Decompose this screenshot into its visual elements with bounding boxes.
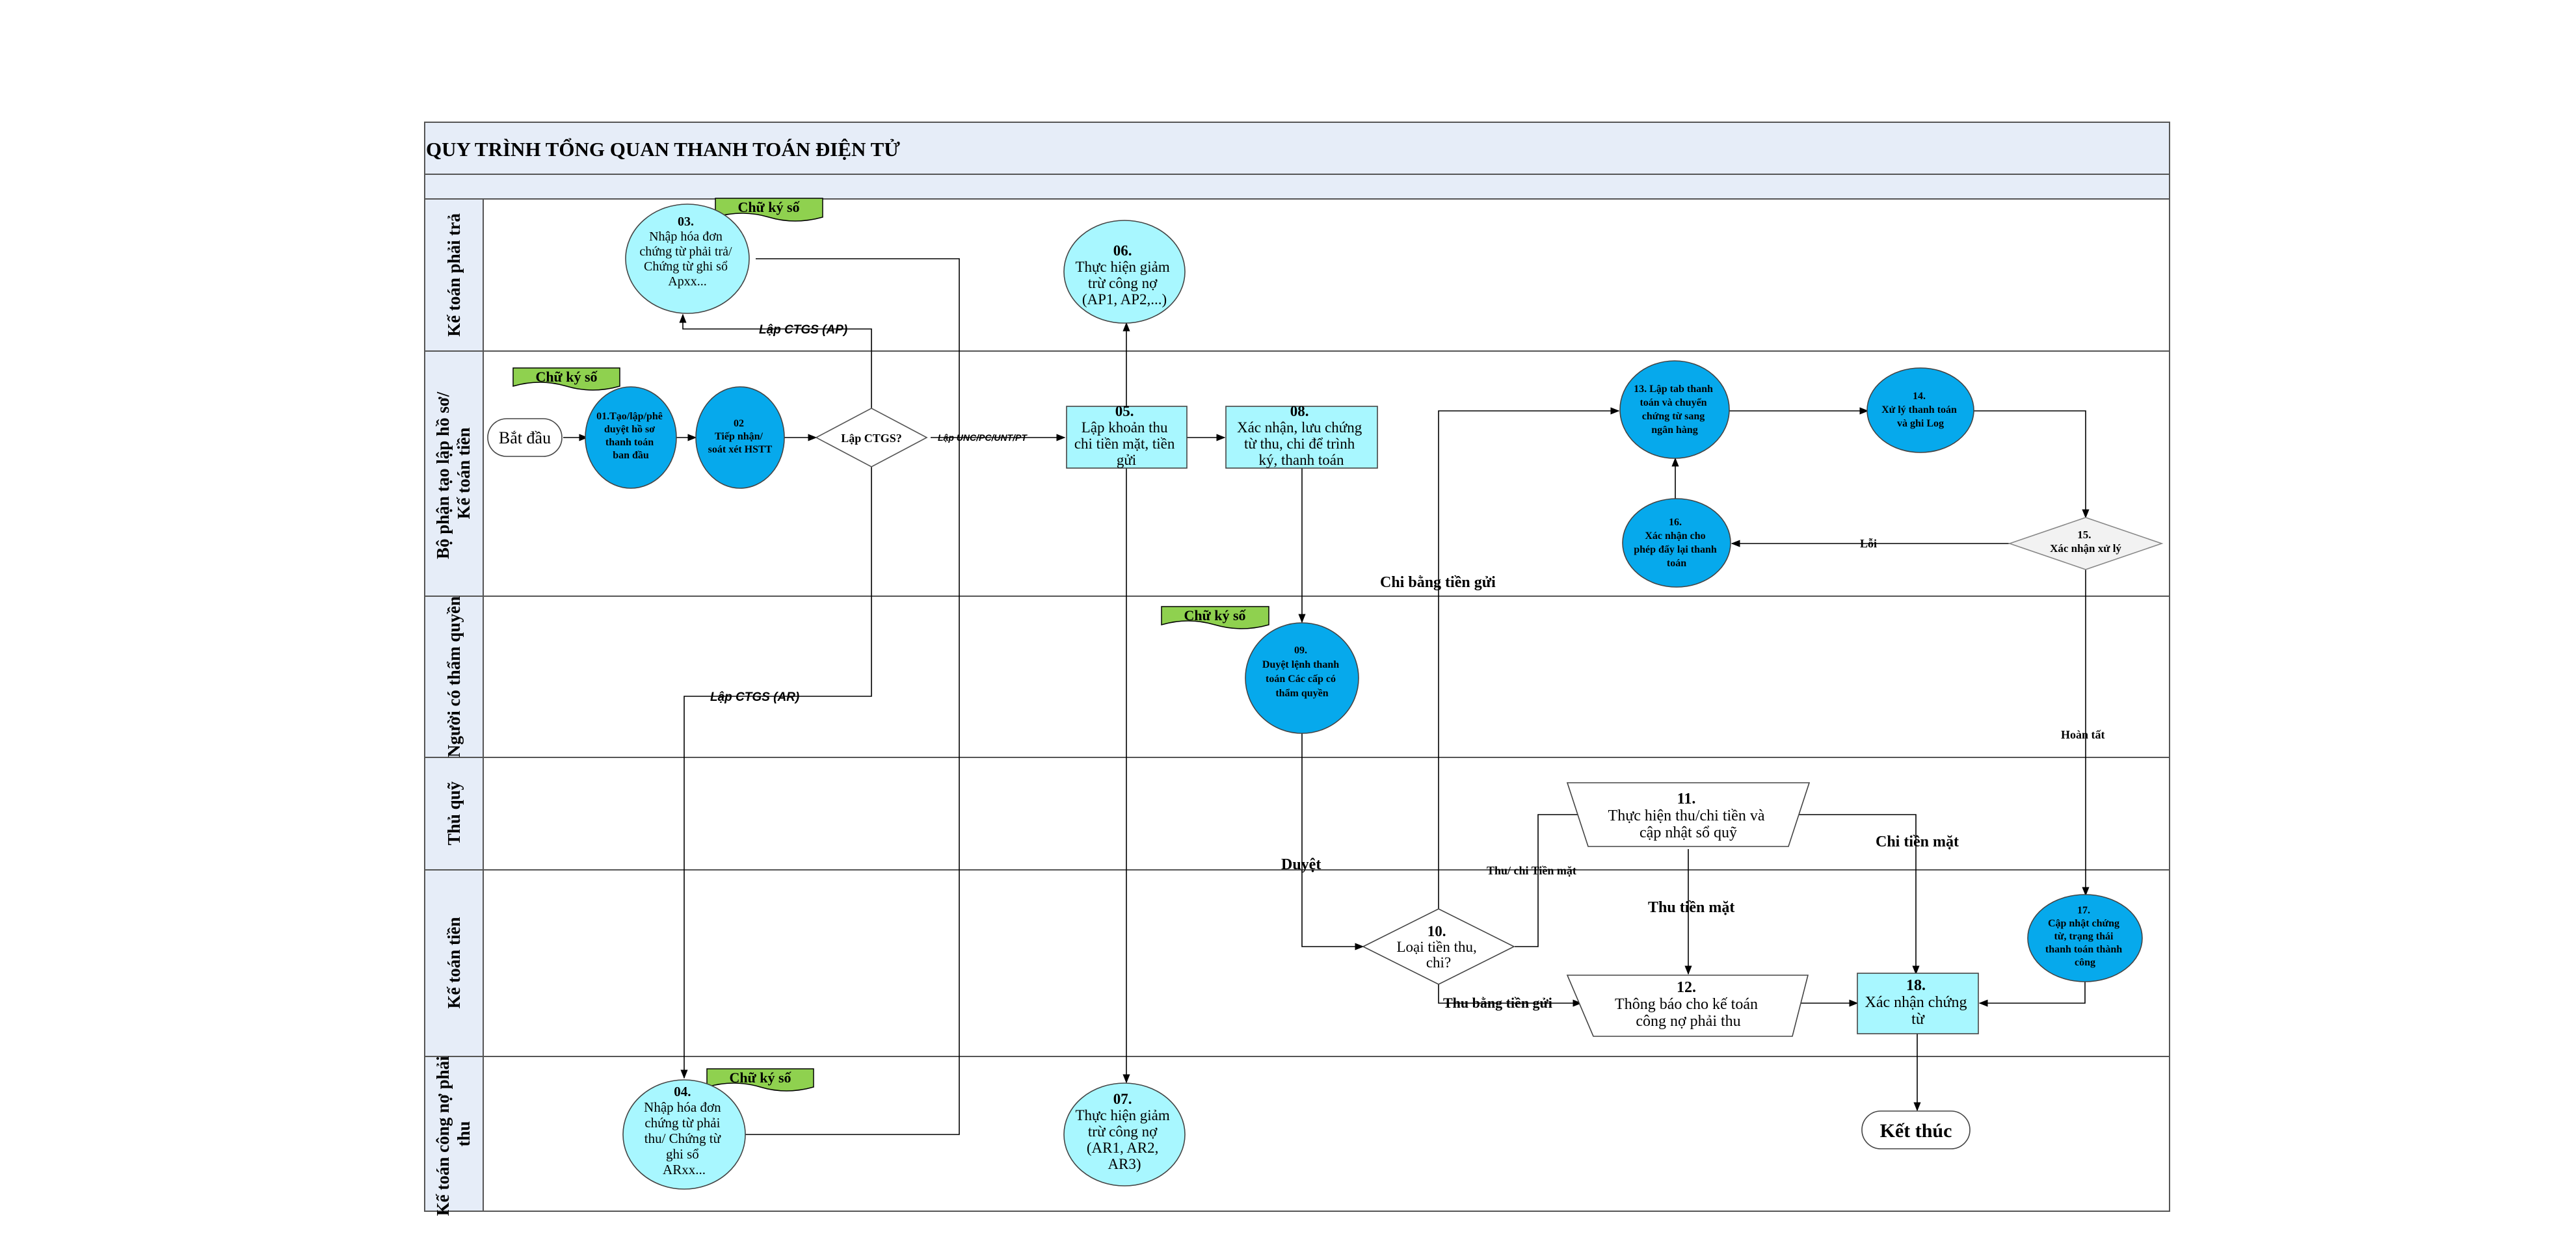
- lane-label-ke-toan-tien: Kế toán tiền: [444, 917, 464, 1009]
- svg-text:11. Thực hiện thu/chi ti: 11. Thực hiện thu/chi tiền và cập nhật s…: [1608, 791, 1769, 841]
- edge-09-10: [1301, 733, 1364, 950]
- edge-11-18: [1796, 814, 1920, 975]
- edge-10-11: [1515, 811, 1589, 947]
- edge-label-hoan-tat: Hoàn tất: [2061, 728, 2105, 741]
- svg-text:Kế toán tiền: Kế toán tiền: [444, 917, 464, 1009]
- diagram-title: QUY TRÌNH TỔNG QUAN THANH TOÁN ĐIỆN TỬ: [426, 137, 900, 161]
- svg-text:07. Thực hiện giảm: 07. Thực hiện giảm trừ công nợ (AR1, AR2…: [1075, 1091, 1173, 1172]
- svg-text:17. Cập nhật chứng: 17. Cập nhật chứng từ, trạng thái thanh …: [2045, 905, 2125, 968]
- decision-15-confirm-processing: 15. Xác nhận xử lý: [2008, 517, 2164, 570]
- svg-text:13. Lập tab thanh toán v: 13. Lập tab thanh toán và chuyển chứng t…: [1634, 384, 1716, 436]
- svg-text:12. Thông báo cho kế toá: 12. Thông báo cho kế toán công nợ phải t…: [1615, 979, 1762, 1030]
- step-06-reduce-payables: 06. Thực hiện giảm trừ công nợ (AP1, AP2…: [1063, 220, 1186, 324]
- lane-label-line: Thủ quỹ: [444, 781, 464, 845]
- step-02-receive-review: 02 Tiếp nhận/ soát xét HSTT: [695, 386, 785, 489]
- svg-text:14. Xử lý thanh toán: 14. Xử lý thanh toán và ghi Log: [1881, 391, 1959, 429]
- swimlane-frame: [424, 122, 2170, 1212]
- end-terminal: Kết thúc: [1861, 1110, 1971, 1149]
- decision-lap-ctgs: Lập CTGS?: [815, 408, 928, 467]
- start-terminal: Bắt đầu: [487, 418, 563, 457]
- step-04-enter-receivable-invoice: 04. Nhập hóa đơn chứng từ phải thu/ Chứn…: [622, 1079, 746, 1190]
- step-03-enter-payable-invoice: 03. Nhập hóa đơn chứng từ phải trả/ Chứn…: [625, 203, 750, 314]
- lane-label-line: Kế toán tiền: [444, 917, 464, 1009]
- digital-signature-tag: Chữ ký số: [512, 367, 620, 391]
- edge-label-thu-tien-mat: Thu tiền mặt: [1648, 899, 1734, 916]
- lane-label-bo-phan-tao-lap: Bộ phận tạo lập hồ sơ/ Kế toán tiền: [433, 387, 473, 559]
- edge-14-15: [1973, 410, 2090, 519]
- svg-text:Bắt đầu: Bắt đầu: [499, 428, 551, 447]
- svg-text:06. Thực hiện giảm: 06. Thực hiện giảm trừ công nợ (AP1, AP2…: [1075, 242, 1173, 308]
- decision-10-money-type: 10. Loại tiền thu, chi?: [1362, 908, 1515, 985]
- digital-signature-tag: Chữ ký số: [715, 198, 823, 222]
- lane-label-line: Kế toán tiền: [454, 428, 473, 519]
- edge-03-link: [745, 258, 960, 1135]
- svg-text:Bộ phận tạo lập hồ sơ/ K: Bộ phận tạo lập hồ sơ/ Kế toán tiền: [433, 387, 473, 559]
- connectors: [563, 258, 2090, 1135]
- svg-text:03. Nhập hóa đơn c: 03. Nhập hóa đơn chứng từ phải trả/ Chứn…: [639, 215, 735, 289]
- edge-labels: Lập CTGS (AP) Lập CTGS (AR) Lập UNC/PC/U…: [710, 323, 2105, 1011]
- edge-label-lap-unc: Lập UNC/PC/UNT/PT: [938, 432, 1028, 443]
- svg-text:Chữ ký số: Chữ ký số: [737, 199, 800, 215]
- svg-text:04. Nhập hóa đơn c: 04. Nhập hóa đơn chứng từ phải thu/ Chứn…: [644, 1084, 724, 1177]
- edge-label-chi-bang-tien-gui: Chi bằng tiền gửi: [1380, 574, 1496, 591]
- step-07-reduce-receivables: 07. Thực hiện giảm trừ công nợ (AR1, AR2…: [1063, 1082, 1186, 1186]
- svg-text:Kế toán phải trả: Kế toán phải trả: [444, 213, 464, 337]
- step-17-update-payment-status: 17. Cập nhật chứng từ, trạng thái thanh …: [2027, 894, 2143, 982]
- edge-17-18: [1978, 982, 2086, 1007]
- edge-label-thu-chi-tien-mat: Thu/ chi Tiền mặt: [1487, 864, 1576, 877]
- svg-text:18. Xác nhận chứng: 18. Xác nhận chứng từ: [1865, 977, 1971, 1028]
- step-08-confirm-store-documents: 08. Xác nhận, lưu chứng từ thu, chi để t…: [1225, 403, 1378, 469]
- lane-label-line: Người có thẩm quyền: [444, 596, 464, 757]
- step-05-create-receipt-payment: 05. Lập khoản thu chi tiền mặt, tiền gửi: [1066, 403, 1188, 469]
- edge-lapctgs-04: [680, 467, 872, 1079]
- lane-label-line: Kế toán phải trả: [444, 213, 464, 337]
- step-01-create-dossier: 01.Tạo/lập/phê duyệt hồ sơ thanh toán ba…: [585, 386, 677, 489]
- svg-text:Chữ ký số: Chữ ký số: [535, 369, 598, 385]
- step-16-allow-resend-payment: 16. Xác nhận cho phép đẩy lại thanh toán: [1622, 498, 1731, 588]
- edge-10-13: [1438, 407, 1620, 909]
- digital-signature-tag: Chữ ký số: [1161, 606, 1269, 629]
- lane-label-line: Kế toán công nợ phải: [433, 1056, 453, 1216]
- edge-label-loi: Lỗi: [1860, 537, 1877, 550]
- svg-text:Người có thẩm quyền: Người có thẩm quyền: [444, 596, 464, 757]
- svg-text:01.Tạo/lập/phê duyệt hồ: 01.Tạo/lập/phê duyệt hồ sơ thanh toán ba…: [596, 411, 665, 461]
- step-12-notify-receivables: 12. Thông báo cho kế toán công nợ phải t…: [1566, 975, 1809, 1037]
- edge-label-lap-ctgs-ap: Lập CTGS (AP): [759, 323, 847, 337]
- digital-signature-tag: Chữ ký số: [706, 1068, 814, 1092]
- step-18-confirm-document: 18. Xác nhận chứng từ: [1857, 973, 1979, 1034]
- edge-label-lap-ctgs-ar: Lập CTGS (AR): [710, 690, 799, 704]
- lane-label-ke-toan-cong-no-phai-thu: Kế toán công nợ phải thu: [433, 1052, 473, 1216]
- svg-text:Kế toán công nợ phải thu: Kế toán công nợ phải thu: [433, 1052, 473, 1216]
- svg-text:05. Lập khoản thu: 05. Lập khoản thu chi tiền mặt, tiền gửi: [1074, 403, 1178, 468]
- svg-text:15. Xác nhận xử lý: 15. Xác nhận xử lý: [2050, 529, 2121, 555]
- svg-text:08. Xác nhận, lưu chứng: 08. Xác nhận, lưu chứng từ thu, chi để t…: [1237, 403, 1366, 468]
- svg-text:Thủ quỹ: Thủ quỹ: [444, 781, 464, 845]
- svg-text:Chữ ký số: Chữ ký số: [729, 1069, 791, 1086]
- svg-text:Lập CTGS?: Lập CTGS?: [841, 432, 902, 445]
- lane-label-ke-toan-phai-tra: Kế toán phải trả: [444, 213, 464, 337]
- svg-text:Kết thúc: Kết thúc: [1880, 1120, 1952, 1142]
- step-09-approve-payment: 09. Duyệt lệnh thanh toán Các cấp có thẩ…: [1245, 622, 1359, 734]
- svg-text:02 Tiếp nhận/ soát: 02 Tiếp nhận/ soát xét HSTT: [708, 418, 773, 455]
- lane-label-thu-quy: Thủ quỹ: [444, 781, 464, 845]
- step-11-cash-in-out: 11. Thực hiện thu/chi tiền và cập nhật s…: [1566, 782, 1811, 847]
- svg-text:10. Loại tiền thu,: 10. Loại tiền thu, chi?: [1396, 923, 1480, 971]
- edge-label-thu-bang-tien-gui: Thu bằng tiền gửi: [1443, 995, 1552, 1011]
- lane-label-line: Bộ phận tạo lập hồ sơ/: [433, 391, 453, 559]
- svg-text:09. Duyệt lệnh thanh: 09. Duyệt lệnh thanh toán Các cấp có thẩ…: [1262, 645, 1342, 699]
- lane-label-line: thu: [454, 1121, 473, 1146]
- svg-text:16. Xác nhận cho p: 16. Xác nhận cho phép đẩy lại thanh toán: [1634, 517, 1720, 569]
- edge-label-duyet: Duyệt: [1281, 856, 1321, 873]
- svg-text:Chữ ký số: Chữ ký số: [1184, 607, 1246, 623]
- edge-10-12: [1438, 984, 1582, 1007]
- edge-lapctgs-03: [679, 313, 872, 408]
- lane-label-nguoi-co-tham-quyen: Người có thẩm quyền: [444, 596, 464, 757]
- step-13-create-payment-batch: 13. Lập tab thanh toán và chuyển chứng t…: [1619, 360, 1730, 459]
- step-14-process-payment-log: 14. Xử lý thanh toán và ghi Log: [1866, 367, 1974, 453]
- edge-label-chi-tien-mat: Chi tiền mặt: [1876, 833, 1959, 850]
